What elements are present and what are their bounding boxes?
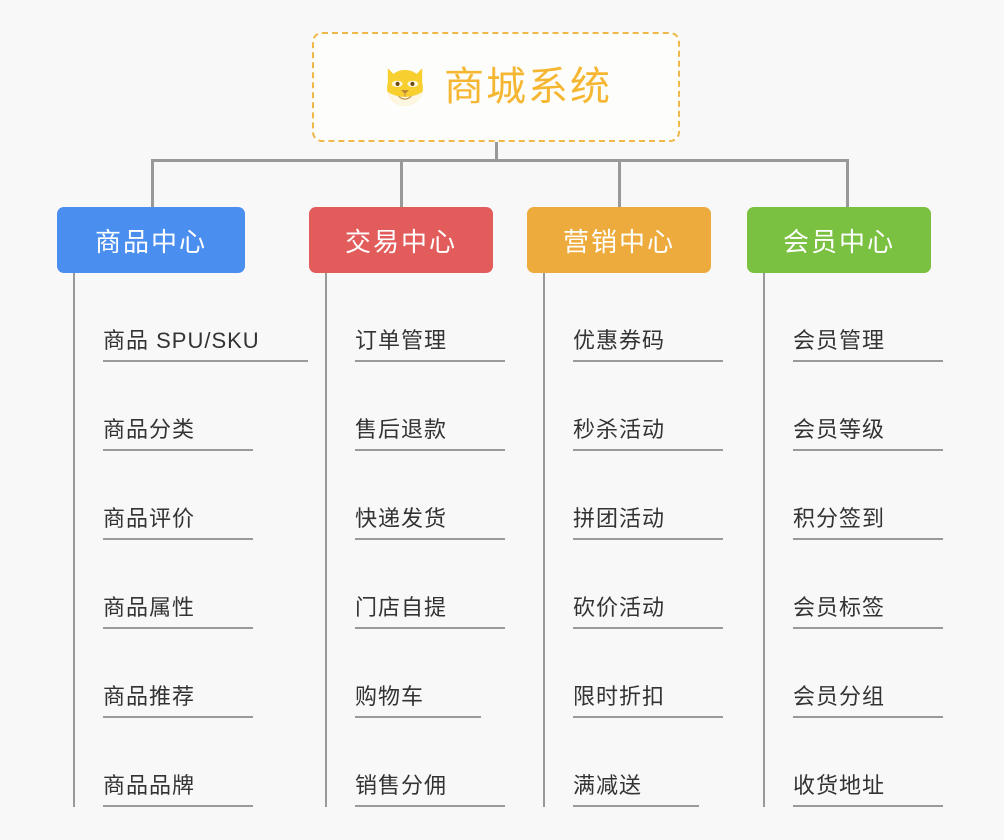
leaf-list-product-center: 商品 SPU/SKU 商品分类商品评价商品属性商品推荐商品品牌 [57,273,308,807]
leaf-item[interactable]: 满减送 [527,718,711,807]
leaf-item-label: 满减送 [573,773,699,807]
leaf-item-label: 会员标签 [793,595,943,629]
connector-horizontal-bus [151,159,849,162]
category-header-label: 商品中心 [94,226,207,257]
leaf-item-label: 商品推荐 [103,684,253,718]
column-spine-member-center [763,273,765,807]
leaf-item[interactable]: 商品 SPU/SKU [57,273,308,362]
category-header-marketing-center[interactable]: 营销中心 [527,207,711,273]
column-spine-product-center [73,273,75,807]
leaf-item[interactable]: 商品分类 [57,362,253,451]
shiba-dog-face-icon [387,68,423,109]
leaf-item[interactable]: 会员分组 [747,629,943,718]
leaf-item-label: 优惠券码 [573,328,723,362]
column-spine-marketing-center [543,273,545,807]
leaf-item-label: 购物车 [355,684,481,718]
connector-drop-marketing-center [618,159,621,207]
leaf-item[interactable]: 会员等级 [747,362,943,451]
leaf-item-label: 收货地址 [793,773,943,807]
category-header-label: 会员中心 [782,226,895,257]
leaf-item-label: 商品品牌 [103,773,253,807]
leaf-item-label: 订单管理 [355,328,505,362]
leaf-item-label: 商品分类 [103,417,253,451]
category-header-label: 营销中心 [562,226,675,257]
leaf-item[interactable]: 会员标签 [747,540,943,629]
leaf-item-label: 砍价活动 [573,595,723,629]
leaf-item[interactable]: 商品品牌 [57,718,253,807]
leaf-item-label: 门店自提 [355,595,505,629]
leaf-item[interactable]: 限时折扣 [527,629,723,718]
leaf-item[interactable]: 收货地址 [747,718,943,807]
leaf-list-member-center: 会员管理会员等级积分签到会员标签会员分组收货地址 [747,273,943,807]
leaf-item-label: 会员管理 [793,328,943,362]
category-header-label: 交易中心 [344,226,457,257]
leaf-item-label: 商品 SPU/SKU [103,328,308,362]
column-trade-center: 交易中心订单管理售后退款快递发货门店自提购物车销售分佣 [309,207,505,807]
leaf-item-label: 拼团活动 [573,506,723,540]
root-node-title: 商城系统 [444,65,612,109]
category-header-trade-center[interactable]: 交易中心 [309,207,493,273]
leaf-item[interactable]: 积分签到 [747,451,943,540]
leaf-item[interactable]: 订单管理 [309,273,505,362]
leaf-item[interactable]: 秒杀活动 [527,362,723,451]
leaf-item[interactable]: 售后退款 [309,362,505,451]
connector-drop-trade-center [400,159,403,207]
root-node-shop-system[interactable]: 商城系统 [312,32,680,142]
column-product-center: 商品中心商品 SPU/SKU 商品分类商品评价商品属性商品推荐商品品牌 [57,207,308,807]
leaf-item-label: 秒杀活动 [573,417,723,451]
leaf-item[interactable]: 销售分佣 [309,718,505,807]
column-spine-trade-center [325,273,327,807]
leaf-list-trade-center: 订单管理售后退款快递发货门店自提购物车销售分佣 [309,273,505,807]
leaf-item-label: 会员分组 [793,684,943,718]
leaf-item[interactable]: 购物车 [309,629,493,718]
column-member-center: 会员中心会员管理会员等级积分签到会员标签会员分组收货地址 [747,207,943,807]
leaf-item-label: 商品评价 [103,506,253,540]
leaf-item[interactable]: 快递发货 [309,451,505,540]
leaf-list-marketing-center: 优惠券码秒杀活动拼团活动砍价活动限时折扣满减送 [527,273,723,807]
leaf-item[interactable]: 商品推荐 [57,629,253,718]
leaf-item[interactable]: 商品评价 [57,451,253,540]
leaf-item-label: 积分签到 [793,506,943,540]
leaf-item[interactable]: 拼团活动 [527,451,723,540]
leaf-item[interactable]: 门店自提 [309,540,505,629]
leaf-item[interactable]: 商品属性 [57,540,253,629]
column-marketing-center: 营销中心优惠券码秒杀活动拼团活动砍价活动限时折扣满减送 [527,207,723,807]
leaf-item-label: 快递发货 [355,506,505,540]
connector-drop-member-center [846,159,849,207]
connector-root-trunk [495,142,498,162]
leaf-item-label: 会员等级 [793,417,943,451]
leaf-item[interactable]: 会员管理 [747,273,943,362]
category-header-product-center[interactable]: 商品中心 [57,207,245,273]
category-header-member-center[interactable]: 会员中心 [747,207,931,273]
leaf-item-label: 售后退款 [355,417,505,451]
connector-drop-product-center [151,159,154,207]
leaf-item-label: 商品属性 [103,595,253,629]
leaf-item-label: 销售分佣 [355,773,505,807]
leaf-item[interactable]: 优惠券码 [527,273,723,362]
leaf-item-label: 限时折扣 [573,684,723,718]
leaf-item[interactable]: 砍价活动 [527,540,723,629]
